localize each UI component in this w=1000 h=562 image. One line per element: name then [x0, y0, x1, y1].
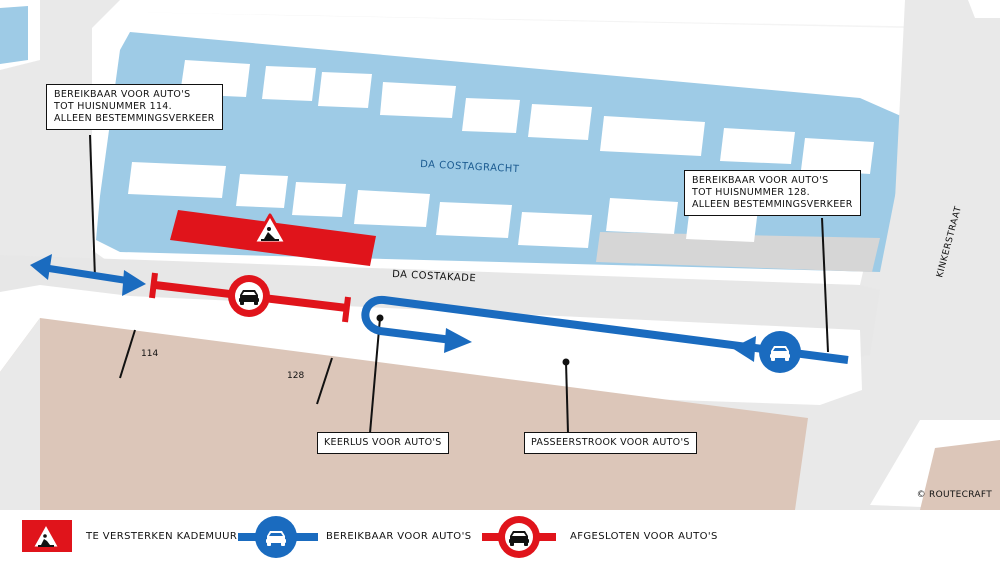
open-car-icon — [759, 331, 801, 373]
callout-west-line-1: BEREIKBAAR VOOR AUTO'S — [54, 89, 191, 100]
legend-open-label: BEREIKBAAR VOOR AUTO'S — [326, 531, 472, 542]
legend-closed-symbol — [482, 516, 556, 558]
callout-east-line-1: BEREIKBAAR VOOR AUTO'S — [692, 175, 829, 186]
legend-graphics — [22, 516, 556, 558]
building-edge — [0, 318, 40, 510]
construction-warning-icon — [252, 213, 288, 245]
west-water — [0, 6, 28, 64]
legend-open-symbol — [238, 516, 318, 558]
south-east-building — [920, 440, 1000, 510]
leader-lines — [89, 134, 829, 434]
canal-name: DA COSTAGRACHT — [420, 159, 520, 175]
corner-block — [968, 0, 1000, 18]
legend-closed-label: AFGESLOTEN VOOR AUTO'S — [570, 531, 718, 542]
west-access-arrow — [30, 254, 146, 296]
callout-passing: PASSEERSTROOK VOOR AUTO'S — [524, 432, 697, 454]
turnaround-marker — [376, 314, 384, 322]
legend-wall-label: TE VERSTERKEN KADEMUUR — [86, 531, 238, 542]
callout-east: BEREIKBAAR VOOR AUTO'S TOT HUISNUMMER 12… — [684, 170, 861, 216]
legend: TE VERSTERKEN KADEMUUR BEREIKBAAR VOOR A… — [0, 510, 1000, 562]
quay-name: DA COSTAKADE — [392, 269, 477, 284]
callout-east-line-3: ALLEEN BESTEMMINGSVERKEER — [692, 199, 853, 210]
route-map: DA COSTAGRACHT DA COSTAKADE KINKERSTRAAT — [0, 0, 1000, 510]
passing-marker — [562, 358, 570, 366]
house-number-114: 114 — [141, 349, 158, 359]
callout-west: BEREIKBAAR VOOR AUTO'S TOT HUISNUMMER 11… — [46, 84, 223, 130]
callout-turnaround: KEERLUS VOOR AUTO'S — [317, 432, 449, 454]
closed-car-icon — [228, 275, 270, 317]
quay-strip — [596, 232, 880, 272]
house-number-128: 128 — [287, 371, 304, 381]
boats-bottom — [128, 162, 758, 248]
callout-west-line-2: TOT HUISNUMMER 114. — [54, 101, 172, 112]
building-block — [0, 318, 808, 510]
callout-west-line-3: ALLEEN BESTEMMINGSVERKEER — [54, 113, 215, 124]
callout-east-line-2: TOT HUISNUMMER 128. — [692, 187, 810, 198]
copyright: © ROUTECRAFT — [916, 490, 992, 500]
kinkerstraat-road — [850, 0, 1000, 510]
construction-warning-icon — [30, 521, 62, 550]
open-route — [361, 296, 849, 364]
car-icon — [266, 531, 286, 546]
